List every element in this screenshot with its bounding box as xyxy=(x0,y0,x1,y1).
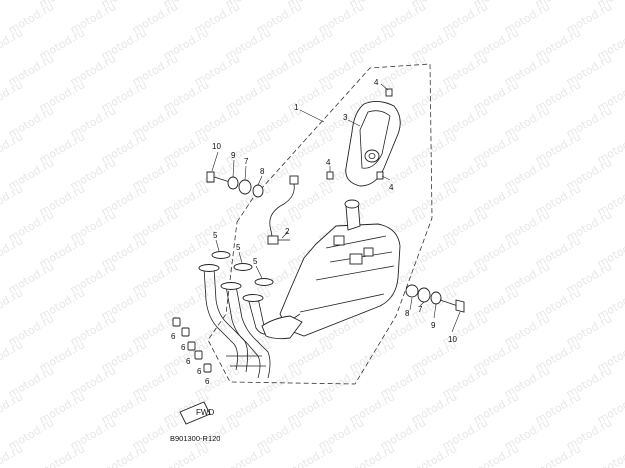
watermark-text: motod.ru xyxy=(0,0,25,11)
callout-4b: 4 xyxy=(326,158,331,167)
callout-1: 1 xyxy=(294,103,299,112)
watermark-text: motod.ru xyxy=(0,390,25,426)
shield-screws xyxy=(326,88,393,180)
header-pipes xyxy=(198,264,303,379)
watermark-text: motod.ru xyxy=(223,442,273,468)
leader-lines xyxy=(211,83,461,333)
callout-6b: 6 xyxy=(181,343,186,352)
assembly-outline xyxy=(207,63,433,385)
callout-5b: 5 xyxy=(236,243,241,252)
callout-10a: 10 xyxy=(212,142,221,151)
watermark-text: motod.ru xyxy=(595,0,625,11)
watermark-text: motod.ru xyxy=(347,442,397,468)
watermark-text: motod.ru xyxy=(595,442,625,468)
callout-7b: 7 xyxy=(418,305,423,314)
callout-7a: 7 xyxy=(244,157,249,166)
callout-6a: 6 xyxy=(171,332,176,341)
callout-5c: 5 xyxy=(253,257,258,266)
callout-4a: 4 xyxy=(374,78,379,87)
callout-9a: 9 xyxy=(231,151,236,160)
watermark-text: motod.ru xyxy=(0,286,25,322)
watermark-text: motod.ru xyxy=(0,78,25,114)
watermark-text: motod.ru xyxy=(99,442,149,468)
callout-9b: 9 xyxy=(431,321,436,330)
watermark-text: motod.ru xyxy=(0,338,25,374)
callout-10b: 10 xyxy=(448,335,457,344)
oxygen-sensor xyxy=(267,175,299,245)
gaskets xyxy=(211,251,274,286)
callout-6d: 6 xyxy=(197,367,202,376)
watermark-text: motod.ru xyxy=(409,442,459,468)
watermark-text: motod.ru xyxy=(0,130,25,166)
callout-5a: 5 xyxy=(213,231,218,240)
callouts: 1 2 3 4 4 4 5 5 5 6 6 6 6 6 7 7 8 8 9 9 … xyxy=(171,78,457,386)
watermark-text: motod.ru xyxy=(471,442,521,468)
callout-3: 3 xyxy=(343,113,348,122)
watermark-text: motod.ru xyxy=(533,442,583,468)
heat-shield xyxy=(345,101,401,187)
watermark-text: motod.ru xyxy=(161,442,211,468)
header-nuts xyxy=(172,317,212,373)
callout-6c: 6 xyxy=(186,357,191,366)
watermark-text: motod.ru xyxy=(37,442,87,468)
watermark-text: motod.ru xyxy=(285,442,335,468)
callout-8a: 8 xyxy=(260,167,265,176)
fwd-label: FWD xyxy=(196,408,214,417)
muffler-body xyxy=(279,199,401,337)
right-mount-hardware xyxy=(405,284,465,313)
callout-4c: 4 xyxy=(389,183,394,192)
callout-8b: 8 xyxy=(405,309,410,318)
watermark-text: motod.ru xyxy=(0,234,25,270)
fwd-arrow-icon: FWD xyxy=(179,401,214,425)
diagram-code: B901300-R120 xyxy=(170,434,220,443)
watermark-text: motod.ru xyxy=(0,26,25,62)
callout-2: 2 xyxy=(285,227,290,236)
watermark-text: motod.ru xyxy=(0,182,25,218)
callout-6e: 6 xyxy=(205,377,210,386)
